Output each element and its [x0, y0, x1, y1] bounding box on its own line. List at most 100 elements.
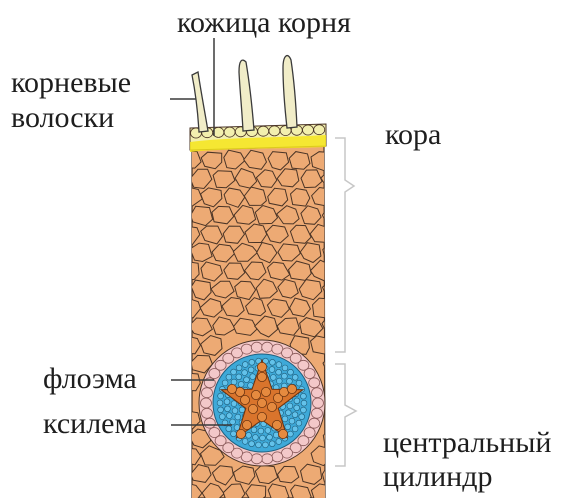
cortex-cell	[322, 466, 344, 483]
xylem-vessel	[272, 420, 281, 429]
root-hair-3	[283, 56, 297, 128]
phloem-cell	[231, 401, 237, 407]
phloem-cell	[244, 377, 250, 383]
pericycle-cell	[209, 428, 220, 438]
phloem-cell	[265, 428, 271, 434]
phloem-cell	[218, 407, 224, 413]
xylem-vessel	[257, 412, 266, 421]
phloem-cell	[231, 369, 237, 375]
xylem-vessel	[267, 402, 276, 411]
phloem-cell	[288, 431, 294, 437]
phloem-cell	[224, 399, 230, 405]
phloem-cell	[248, 367, 254, 373]
central-cylinder-bracket	[335, 364, 356, 466]
central-cylinder	[199, 340, 325, 466]
root-hairs	[192, 56, 297, 132]
phloem-cell	[242, 439, 248, 445]
phloem-cell	[249, 441, 255, 447]
xylem-vessel	[278, 429, 287, 438]
phloem-cell	[239, 407, 245, 413]
pericycle-cell	[312, 408, 323, 418]
phloem-cell	[258, 428, 264, 434]
phloem-cell	[263, 442, 269, 448]
phloem-cell	[296, 380, 302, 386]
phloem-cell	[231, 431, 237, 437]
phloem-cell	[294, 405, 300, 411]
phloem-cell	[270, 359, 276, 365]
cortex-cell	[178, 151, 201, 168]
phloem-cell	[292, 412, 298, 418]
epidermis-cell	[258, 126, 269, 136]
xylem-vessel	[257, 362, 266, 371]
phloem-cell	[242, 370, 248, 376]
phloem-cell	[246, 432, 252, 438]
xylem-vessel	[287, 384, 296, 393]
phloem-cell	[226, 413, 232, 419]
pericycle-cell	[309, 418, 320, 428]
phloem-cell	[251, 427, 257, 433]
epidermis-label: кожица корня	[177, 8, 351, 38]
central-cylinder-label-line2: цилиндр	[383, 462, 492, 492]
phloem-cell	[276, 439, 282, 445]
phloem-cell	[299, 414, 305, 420]
phloem-cell	[282, 365, 288, 371]
cortex-cell	[322, 206, 344, 224]
central-cylinder-label-line1: центральный	[383, 428, 551, 458]
cortex-cell	[301, 464, 322, 484]
phloem-cell	[276, 362, 282, 368]
phloem-cell	[269, 367, 275, 373]
phloem-cell	[285, 424, 291, 430]
cortex-cell	[322, 317, 345, 335]
phloem-cell	[301, 400, 307, 406]
pericycle-cell	[304, 369, 315, 379]
pericycle-cell	[312, 388, 323, 398]
root-hair-2	[239, 60, 254, 131]
xylem-vessel	[242, 420, 251, 429]
cortex-cell	[180, 262, 199, 280]
cortex-label: кора	[385, 120, 441, 150]
phloem-cell	[270, 375, 276, 381]
phloem-cell	[301, 407, 307, 413]
pericycle-cell	[262, 342, 273, 352]
phloem-cell	[292, 374, 298, 380]
phloem-cell	[267, 434, 273, 440]
cortex-cell	[323, 429, 342, 447]
phloem-cell	[235, 414, 241, 420]
phloem-cell	[296, 420, 302, 426]
cortex-cell	[291, 189, 310, 207]
root-hairs-label-line2: волоски	[11, 103, 114, 133]
epidermis-cell	[269, 126, 280, 136]
pericycle-cell	[251, 342, 262, 352]
phloem-cell	[253, 435, 259, 441]
phloem-cell	[287, 378, 293, 384]
xylem-vessel	[257, 398, 266, 407]
phloem-label: флоэма	[43, 364, 137, 394]
phloem-cell	[230, 419, 236, 425]
cortex-cell	[179, 373, 200, 391]
phloem-cell	[288, 369, 294, 375]
phloem-cell	[242, 362, 248, 368]
pericycle-cell	[313, 398, 324, 408]
xylem-vessel	[257, 372, 266, 381]
phloem-cell	[232, 408, 238, 414]
phloem-cell	[236, 374, 242, 380]
phloem-cell	[225, 406, 231, 412]
root-hair-1	[192, 72, 208, 132]
phloem-cell	[226, 374, 232, 380]
phloem-cell	[269, 441, 275, 447]
cortex-bracket	[335, 138, 354, 352]
root-hairs-label-line1: корневые	[11, 68, 131, 98]
phloem-cell	[289, 418, 295, 424]
cortex-cell	[323, 280, 345, 299]
cortex-cell	[323, 392, 344, 410]
pericycle-cell	[262, 454, 273, 464]
phloem-cell	[217, 400, 223, 406]
xylem-vessel	[227, 384, 236, 393]
xylem-vessel	[240, 395, 249, 404]
pericycle-cell	[202, 408, 213, 418]
phloem-cell	[301, 393, 307, 399]
phloem-cell	[260, 435, 266, 441]
cortex-cell	[313, 298, 334, 318]
xylem-vessel	[236, 429, 245, 438]
